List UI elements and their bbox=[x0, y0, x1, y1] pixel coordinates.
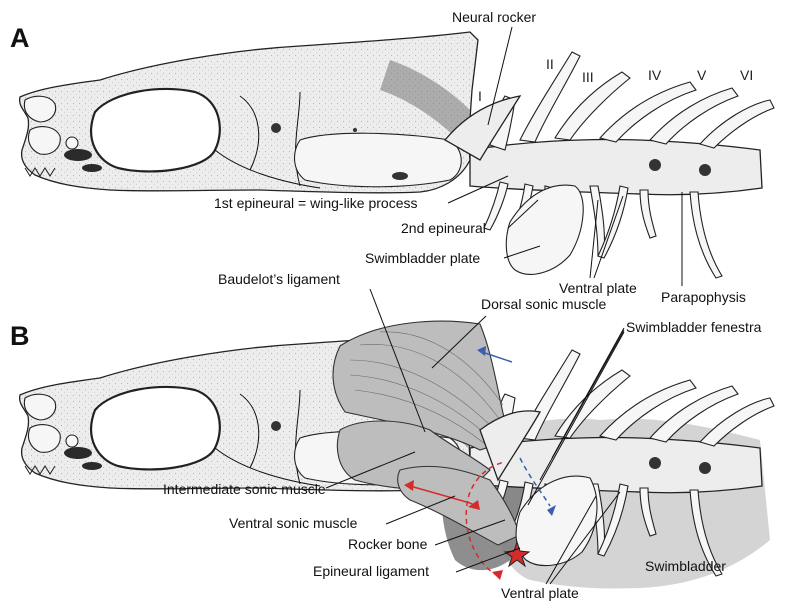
label-wing-like-process: 1st epineural = wing-like process bbox=[214, 195, 418, 211]
panel-a-letter: A bbox=[10, 23, 30, 53]
panel-a: A I II III IV V VI Neural rocker 1st epi… bbox=[10, 9, 774, 305]
numeral-i: I bbox=[478, 88, 482, 104]
label-parapophysis: Parapophysis bbox=[661, 289, 746, 305]
label-ventral-plate-a: Ventral plate bbox=[559, 280, 637, 296]
numeral-iv: IV bbox=[648, 67, 662, 83]
label-baudelots-ligament: Baudelot’s ligament bbox=[218, 271, 340, 287]
label-epineural-ligament: Epineural ligament bbox=[313, 563, 429, 579]
numeral-v: V bbox=[697, 67, 707, 83]
label-ventral-plate-b: Ventral plate bbox=[501, 585, 579, 601]
numeral-iii: III bbox=[582, 69, 594, 85]
label-dorsal-sonic-muscle: Dorsal sonic muscle bbox=[481, 296, 606, 312]
label-swimbladder-fenestra: Swimbladder fenestra bbox=[626, 319, 762, 335]
label-ventral-sonic-muscle: Ventral sonic muscle bbox=[229, 515, 358, 531]
numeral-vi: VI bbox=[740, 67, 753, 83]
numeral-ii: II bbox=[546, 56, 554, 72]
label-swimbladder: Swimbladder bbox=[645, 558, 726, 574]
panel-b-letter: B bbox=[10, 321, 30, 351]
swimbladder-plate-shape bbox=[506, 185, 583, 274]
label-swimbladder-plate: Swimbladder plate bbox=[365, 250, 480, 266]
label-rocker-bone: Rocker bone bbox=[348, 536, 428, 552]
label-neural-rocker: Neural rocker bbox=[452, 9, 536, 25]
panel-b: B bbox=[10, 271, 774, 601]
label-2nd-epineural: 2nd epineural bbox=[401, 220, 486, 236]
label-intermediate-sonic-muscle: Intermediate sonic muscle bbox=[163, 481, 326, 497]
